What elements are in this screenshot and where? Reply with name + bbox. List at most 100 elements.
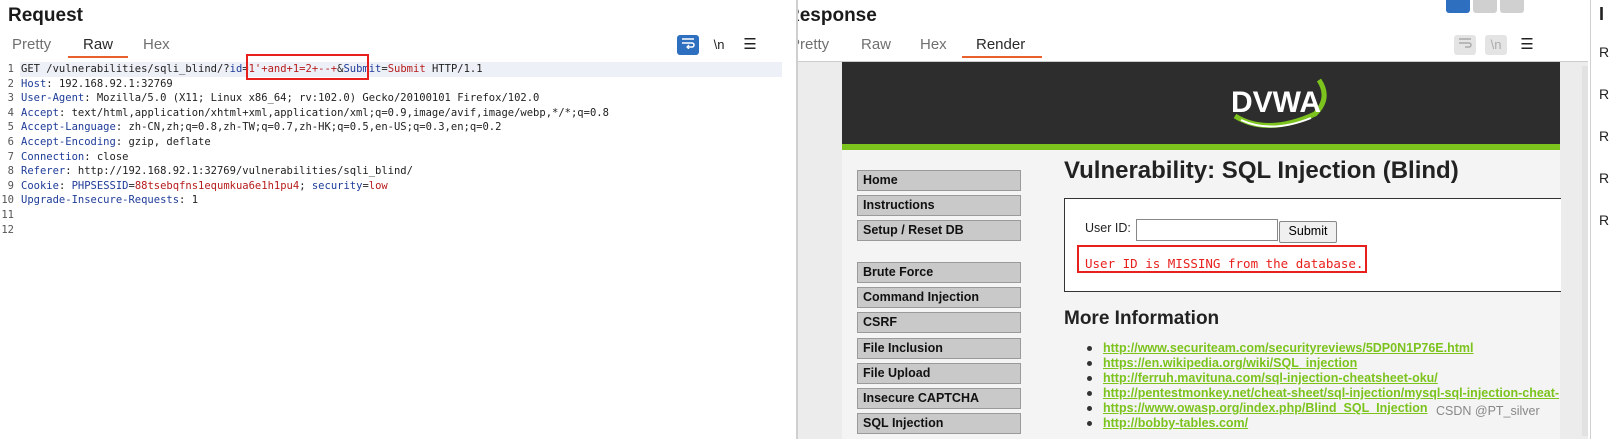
layout-vertical-icon[interactable]: [1500, 0, 1524, 13]
line-number: 1: [7, 63, 14, 75]
menu-file-upload[interactable]: File Upload: [857, 363, 1021, 384]
reference-link[interactable]: http://pentestmonkey.net/cheat-sheet/sql…: [1103, 386, 1560, 400]
bullet-icon: [1087, 361, 1092, 366]
menu-icon[interactable]: ☰: [743, 36, 757, 53]
line-number: 8: [7, 165, 14, 178]
newline-toggle-button[interactable]: \n: [713, 37, 725, 52]
request-text: : gzip, deflate: [115, 136, 211, 148]
request-text: HTTP/1.1: [425, 63, 483, 75]
tab-render[interactable]: Render: [976, 36, 1026, 53]
header-name: Accept-Language: [21, 121, 116, 134]
request-text: GET /vulnerabilities/sqli_blind/?: [21, 63, 230, 75]
reference-link[interactable]: https://www.owasp.org/index.php/Blind_SQ…: [1103, 401, 1428, 415]
submit-button[interactable]: Submit: [1279, 221, 1337, 243]
page-title: Vulnerability: SQL Injection (Blind): [1064, 157, 1459, 184]
request-line: 11: [0, 208, 21, 223]
newline-toggle-button[interactable]: \n: [1485, 35, 1507, 55]
layout-horizontal-icon[interactable]: [1473, 0, 1497, 13]
reference-link[interactable]: http://ferruh.mavituna.com/sql-injection…: [1103, 371, 1438, 385]
bullet-icon: [1087, 376, 1092, 381]
request-line: 10 Upgrade-Insecure-Requests: 1: [0, 193, 198, 208]
header-name: Upgrade-Insecure-Requests: [21, 194, 180, 207]
bullet-icon: [1087, 421, 1092, 426]
bullet-icon: [1087, 406, 1092, 411]
request-text: : Mozilla/5.0 (X11; Linux x86_64; rv:102…: [84, 92, 540, 105]
line-number: 10: [1, 194, 14, 207]
menu-instructions[interactable]: Instructions: [857, 195, 1021, 216]
request-text: &: [337, 63, 344, 75]
request-line: 12: [0, 223, 21, 238]
user-id-input[interactable]: [1136, 219, 1278, 241]
error-highlight-box: [1077, 245, 1367, 273]
pane-divider[interactable]: [796, 0, 798, 439]
response-pane: Response Pretty Raw Hex Render \n ☰ DVWA…: [798, 0, 1588, 439]
menu-sql-injection[interactable]: SQL Injection: [857, 413, 1021, 434]
header-name: Host: [21, 77, 47, 90]
render-scrollbar[interactable]: [1582, 66, 1588, 436]
menu-insecure-captcha[interactable]: Insecure CAPTCHA: [857, 388, 1021, 409]
request-text: : close: [84, 150, 129, 163]
menu-icon[interactable]: ☰: [1520, 36, 1534, 53]
reference-link[interactable]: https://en.wikipedia.org/wiki/SQL_inject…: [1103, 356, 1358, 370]
menu-command-injection[interactable]: Command Injection: [857, 287, 1021, 308]
tab-pretty[interactable]: Pretty: [798, 36, 830, 53]
reference-link[interactable]: http://www.securiteam.com/securityreview…: [1103, 341, 1474, 355]
request-text: ;: [299, 179, 312, 192]
watermark: CSDN @PT_silver: [1436, 404, 1540, 418]
line-number: 6: [7, 136, 14, 148]
wrap-icon: [682, 38, 695, 50]
line-number: 7: [7, 150, 14, 163]
inspector-item[interactable]: R: [1599, 170, 1610, 186]
param-value: 88tsebqfns1equmkua6e1h1pu4: [134, 179, 300, 192]
header-name: PHPSESSID: [71, 179, 129, 192]
tab-hex[interactable]: Hex: [143, 36, 170, 53]
more-information-heading: More Information: [1064, 308, 1220, 329]
tab-raw[interactable]: Raw: [861, 36, 892, 53]
render-view: DVWA Home Instructions Setup / Reset DB …: [798, 61, 1588, 439]
header-name: Accept: [21, 106, 59, 119]
response-title: Response: [798, 5, 877, 26]
current-line-highlight: [20, 62, 782, 77]
request-text: :: [58, 179, 72, 192]
menu-home[interactable]: Home: [857, 170, 1021, 191]
request-text: =: [128, 179, 135, 192]
inspector-title: I: [1599, 4, 1605, 24]
menu-setup-reset-db[interactable]: Setup / Reset DB: [857, 220, 1021, 241]
line-number: 3: [7, 92, 14, 105]
word-wrap-button[interactable]: [1454, 35, 1476, 55]
layout-split-icon[interactable]: [1446, 0, 1470, 13]
sqli-form: User ID: Submit User ID is MISSING from …: [1064, 198, 1561, 292]
tab-pretty[interactable]: Pretty: [12, 36, 52, 53]
request-text: =: [242, 63, 249, 75]
dvwa-green-bar: [842, 144, 1560, 150]
menu-csrf[interactable]: CSRF: [857, 312, 1021, 333]
word-wrap-button[interactable]: [677, 35, 699, 55]
request-text: : 1: [179, 194, 199, 207]
inspector-item[interactable]: R: [1599, 128, 1610, 144]
inspector-item[interactable]: R: [1599, 86, 1610, 102]
dvwa-header: DVWA: [842, 62, 1560, 144]
request-text: =: [362, 179, 369, 192]
wrap-icon: [1459, 38, 1472, 48]
menu-brute-force[interactable]: Brute Force: [857, 262, 1021, 283]
inspector-item[interactable]: R: [1599, 44, 1610, 60]
payload-highlight-box: [246, 54, 369, 80]
tab-raw[interactable]: Raw: [83, 36, 114, 53]
tab-hex[interactable]: Hex: [920, 36, 947, 53]
inspector-item[interactable]: R: [1599, 212, 1610, 228]
request-text: : text/html,application/xhtml+xml,applic…: [58, 106, 609, 119]
line-number: 9: [7, 179, 14, 192]
inspector-pane: I R R R R R: [1590, 0, 1611, 439]
request-text: : http://192.168.92.1:32769/vulnerabilit…: [65, 165, 413, 178]
reference-link[interactable]: http://bobby-tables.com/: [1103, 416, 1249, 430]
bullet-icon: [1087, 391, 1092, 396]
menu-file-inclusion[interactable]: File Inclusion: [857, 338, 1021, 359]
request-text: =: [381, 63, 388, 75]
